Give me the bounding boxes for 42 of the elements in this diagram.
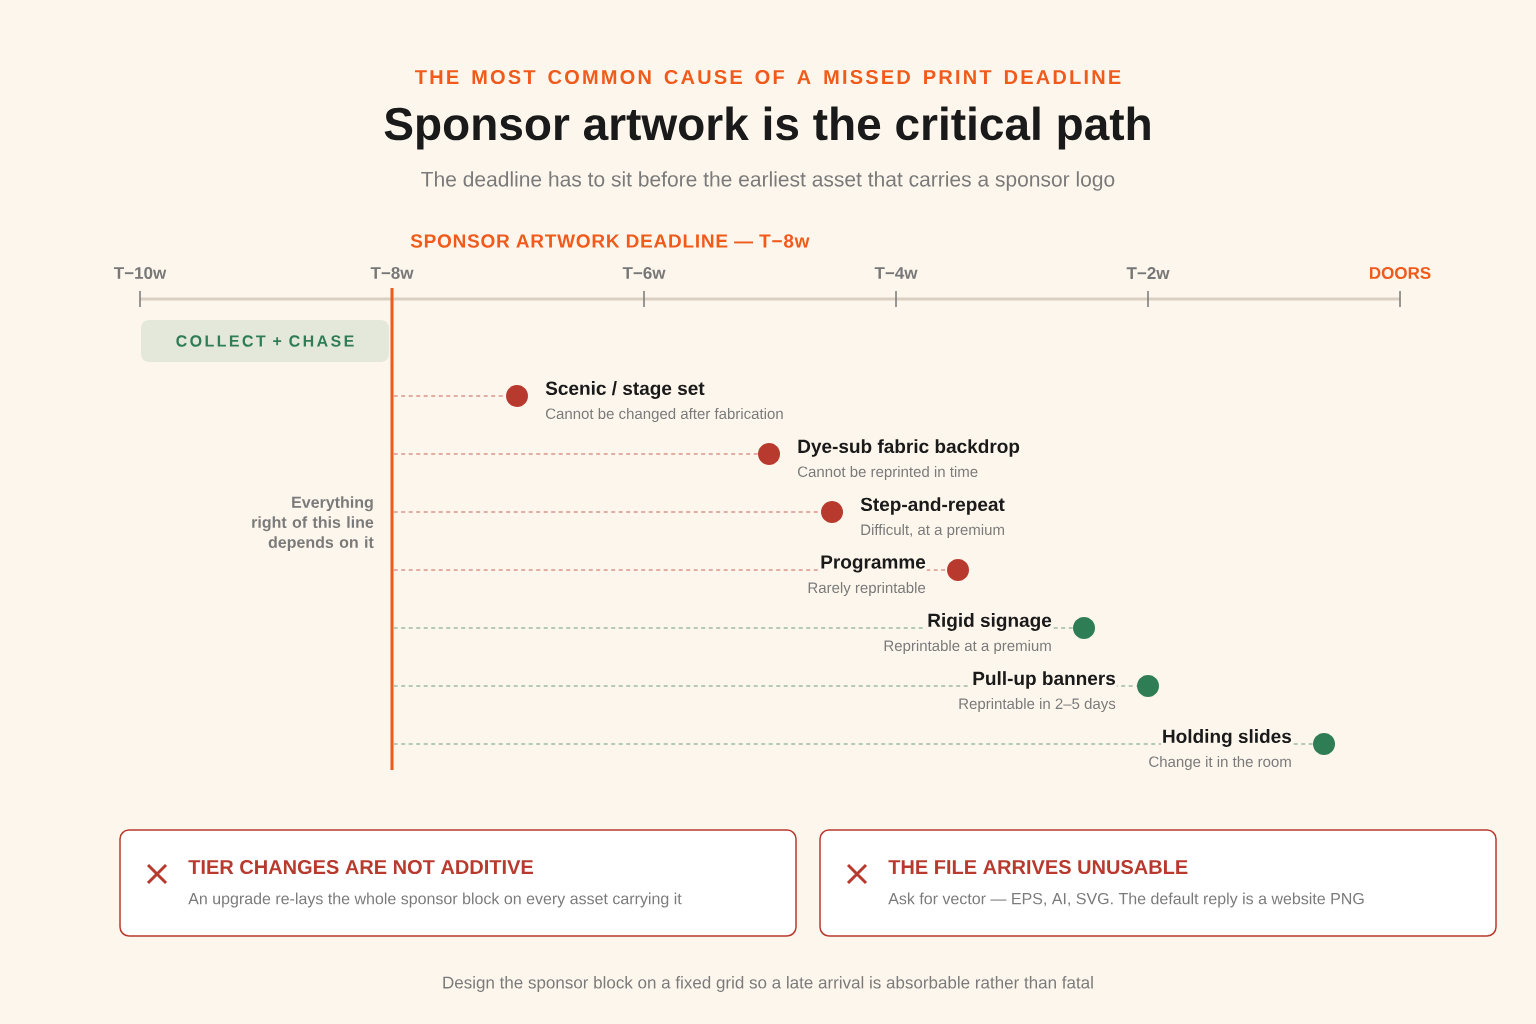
tick-label: T−6w [622,267,666,279]
item-title: Step-and-repeat [859,496,1006,516]
note: Everything right of this line depends on it [252,496,374,552]
leader-line [393,453,759,455]
item-title: Pull-up banners [971,670,1117,690]
item-caption: Reprintable at a premium [882,639,1053,655]
item-caption: Cannot be reprinted in time [796,465,980,481]
item-caption: Reprintable in 2–5 days [957,697,1117,713]
card-heading: THE FILE ARRIVES UNUSABLE [888,859,1188,875]
tick-label: T−2w [1126,267,1170,279]
item-title: Scenic / stage set [544,380,706,400]
title: Sponsor artwork is the critical path [384,106,1150,150]
item-caption: Difficult, at a premium [859,523,1006,539]
milestone-dot [821,501,843,523]
milestone-dot [1137,675,1159,697]
deadline-line [390,288,394,770]
warning-card [119,829,797,937]
deadline-label: SPONSOR ARTWORK DEADLINE — T−8w [410,234,810,248]
phase-band: COLLECT + CHASE [141,320,389,362]
subtitle: The deadline has to sit before the earliest asset that carries a sponsor logo [421,171,1115,191]
milestone-dot [947,559,969,581]
tick-label: DOORS [1370,267,1431,279]
kicker: THE MOST COMMON CAUSE OF A MISSED PRINT DEADLINE [415,69,1121,85]
item-title: Holding slides [1160,728,1293,748]
card-text: An upgrade re-lays the whole sponsor block on every asset carrying it [188,892,682,908]
milestone-dot [506,385,528,407]
milestone-dot [1313,733,1335,755]
tick-label: T−4w [874,267,918,279]
milestone-dot [758,443,780,465]
item-caption: Cannot be changed after fabrication [544,407,785,423]
milestone-dot [1073,617,1095,639]
card-heading: TIER CHANGES ARE NOT ADDITIVE [188,859,533,875]
footer-note: Design the sponsor block on a fixed grid so a late arrival is absorbable rather than fatal [443,976,1093,992]
card-text: Ask for vector — EPS, AI, SVG. The default reply is a website PNG [888,892,1364,908]
warning-card [819,829,1497,937]
tick-label: T−8w [370,267,414,279]
item-caption: Change it in the room [1147,755,1293,771]
item-caption: Rarely reprintable [806,581,927,597]
tick-label: T−10w [114,267,167,279]
item-title: Rigid signage [926,612,1053,632]
item-title: Programme [819,554,927,574]
item-title: Dye-sub fabric backdrop [796,438,1021,458]
